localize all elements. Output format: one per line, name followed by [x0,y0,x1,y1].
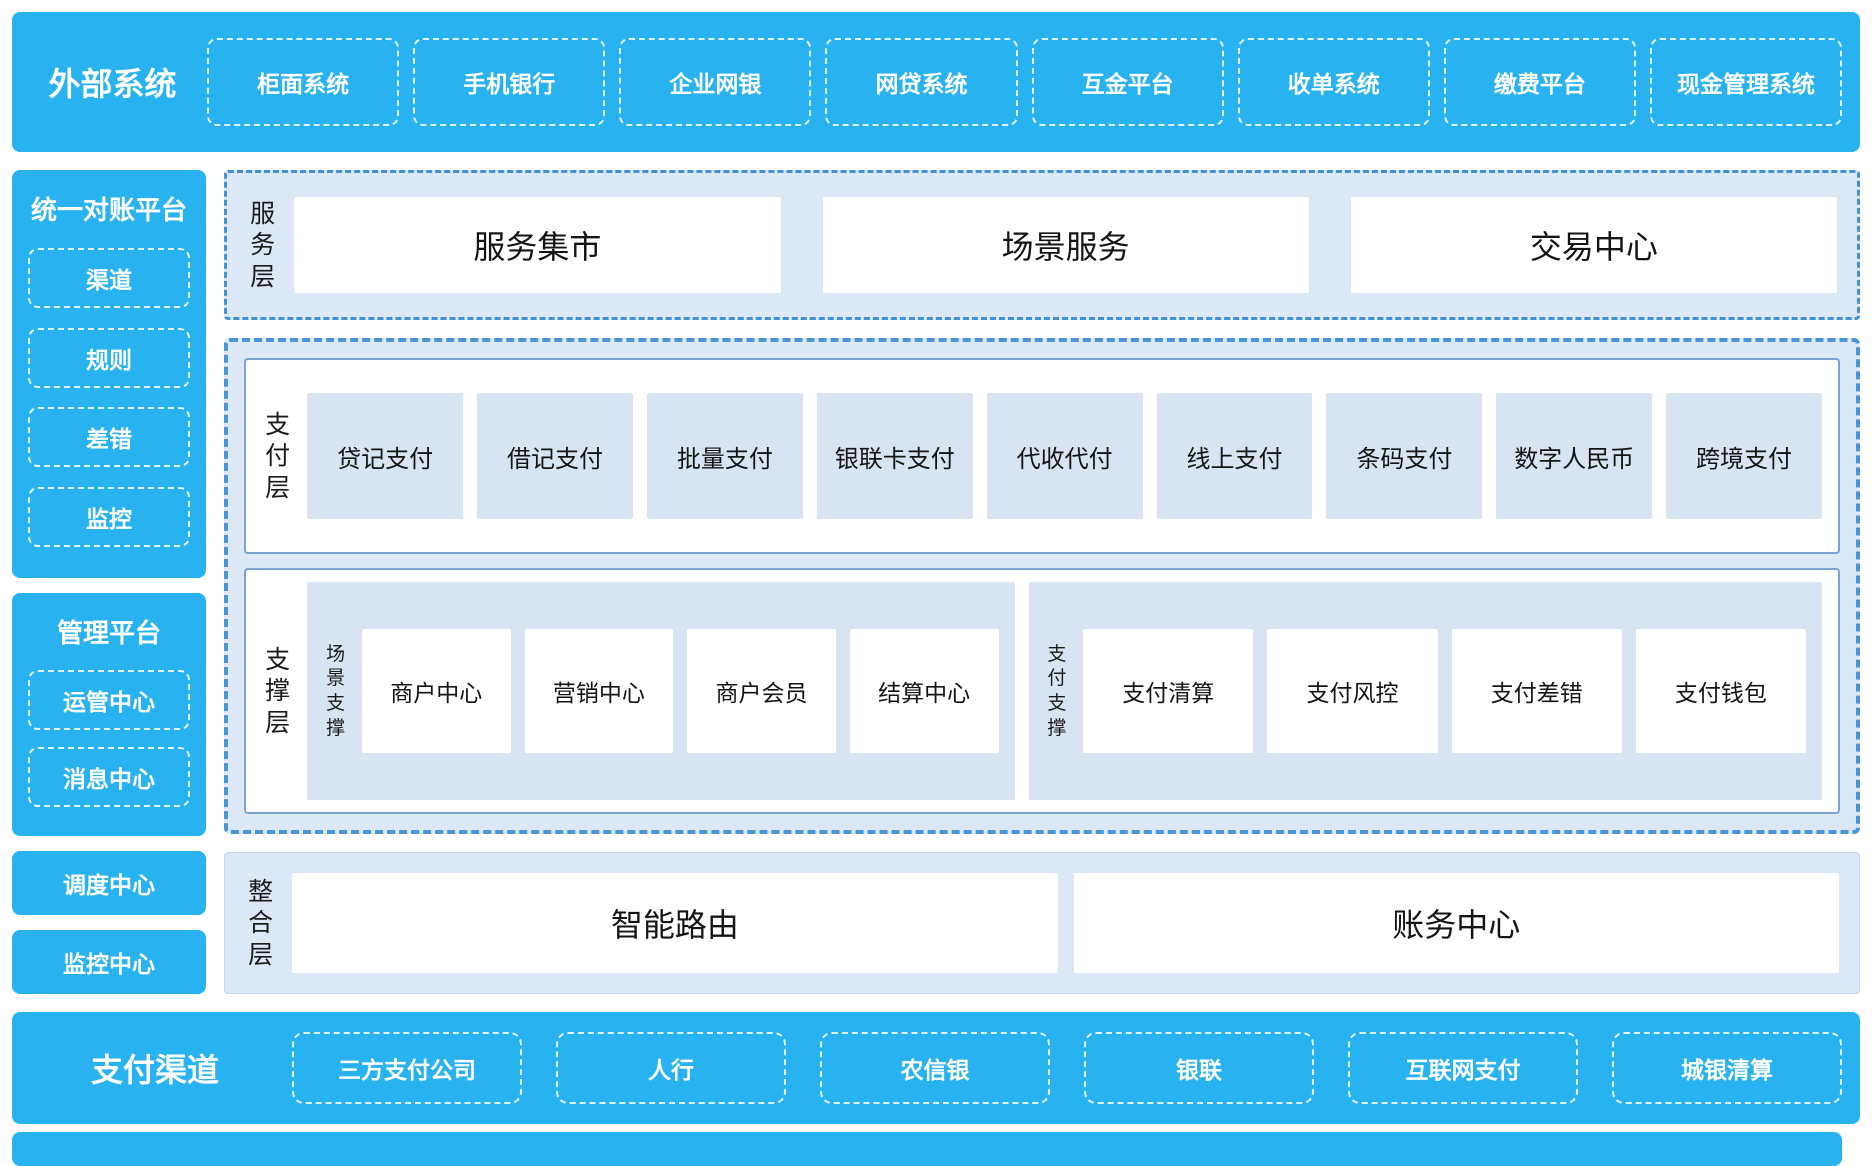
external-system-item: 现金管理系统 [1649,38,1842,126]
service-layer-items: 服务集市 场景服务 交易中心 [294,183,1837,307]
payment-layer-item: 条码支付 [1326,393,1483,519]
scene-support-item: 结算中心 [849,629,999,753]
cutoff-bottom-bar [12,1132,1842,1166]
payment-support-label: 支付支撑 [1047,642,1067,739]
payment-layer-item: 贷记支付 [307,393,464,519]
payment-layer-item: 线上支付 [1156,393,1313,519]
payment-channel-item: 人行 [556,1032,786,1104]
payment-support-item: 支付差错 [1451,629,1622,753]
payment-support-group: 支付支撑 支付清算 支付风控 支付差错 支付钱包 [1028,582,1822,800]
reconciliation-items: 渠道 规则 差错 监控 [24,229,194,566]
external-systems-title: 外部系统 [48,65,177,103]
external-system-item: 缴费平台 [1443,38,1636,126]
payment-support-item: 支付钱包 [1635,629,1807,753]
management-item: 运管中心 [28,669,190,730]
management-items: 运管中心 消息中心 [24,652,194,824]
payment-layer-items: 贷记支付 借记支付 批量支付 银联卡支付 代收代付 线上支付 条码支付 数字人民… [307,393,1822,519]
payment-layer-item: 数字人民币 [1496,393,1653,519]
reconciliation-item: 差错 [28,407,190,468]
scene-support-label: 场景支撑 [326,642,346,739]
management-item: 消息中心 [28,746,190,807]
reconciliation-platform-panel: 统一对账平台 渠道 规则 差错 监控 [12,170,206,579]
external-system-item: 网贷系统 [825,38,1018,126]
payment-support-item: 支付风控 [1267,629,1438,753]
management-platform-title: 管理平台 [56,619,161,650]
integration-layer-item: 账务中心 [1073,873,1839,973]
scene-support-item: 商户会员 [687,629,836,753]
payment-channel-item: 三方支付公司 [292,1032,522,1104]
integration-layer-panel: 整合层 智能路由 账务中心 [224,852,1860,994]
payment-channel-item: 农信银 [820,1032,1050,1104]
payment-layer-item: 批量支付 [646,393,803,519]
service-layer-item: 服务集市 [294,197,781,293]
support-layer-label: 支撑层 [265,645,291,737]
payment-layer-label: 支付层 [265,410,291,502]
external-system-item: 互金平台 [1031,38,1224,126]
service-layer-label: 服务层 [250,199,276,291]
service-layer-panel: 服务层 服务集市 场景服务 交易中心 [224,170,1860,320]
left-sidebar: 统一对账平台 渠道 规则 差错 监控 管理平台 运管中心 消息中心 调度中心 监… [12,170,206,994]
scene-support-item: 营销中心 [524,629,674,753]
support-layer-groups: 场景支撑 商户中心 营销中心 商户会员 结算中心 支付支撑 支付清算 支付风控 … [307,582,1822,800]
external-system-item: 收单系统 [1237,38,1430,126]
payment-layer-panel: 支付层 贷记支付 借记支付 批量支付 银联卡支付 代收代付 线上支付 条码支付 … [244,358,1840,554]
payment-support-item: 支付清算 [1083,629,1254,753]
reconciliation-platform-title: 统一对账平台 [30,196,187,226]
core-layers-wrap: 支付层 贷记支付 借记支付 批量支付 银联卡支付 代收代付 线上支付 条码支付 … [224,338,1860,834]
support-layer-panel: 支撑层 场景支撑 商户中心 营销中心 商户会员 结算中心 支付支撑 支付清算 [244,568,1840,814]
payment-channels-title: 支付渠道 [90,1051,219,1089]
payment-channels-bar: 支付渠道 三方支付公司 人行 农信银 银联 互联网支付 城银清算 [12,1012,1860,1124]
external-systems-items: 柜面系统 手机银行 企业网银 网贷系统 互金平台 收单系统 缴费平台 现金管理系… [207,38,1842,126]
service-layer-item: 场景服务 [822,197,1309,293]
external-system-item: 柜面系统 [207,38,400,126]
scheduling-center-block: 调度中心 [12,851,206,915]
management-platform-panel: 管理平台 运管中心 消息中心 [12,593,206,836]
payment-layer-item: 借记支付 [477,393,633,519]
payment-channel-item: 城银清算 [1612,1032,1842,1104]
integration-layer-label: 整合层 [248,877,274,969]
external-system-item: 企业网银 [619,38,812,126]
external-systems-bar: 外部系统 柜面系统 手机银行 企业网银 网贷系统 互金平台 收单系统 缴费平台 … [12,12,1860,152]
scene-support-group: 场景支撑 商户中心 营销中心 商户会员 结算中心 [307,582,1015,800]
payment-channel-item: 互联网支付 [1348,1032,1578,1104]
reconciliation-item: 渠道 [28,248,190,309]
payment-channels-items: 三方支付公司 人行 农信银 银联 互联网支付 城银清算 [292,1032,1842,1104]
payment-layer-item: 银联卡支付 [816,393,973,519]
integration-layer-items: 智能路由 账务中心 [292,863,1839,983]
monitoring-center-block: 监控中心 [12,930,206,994]
payment-layer-item: 代收代付 [986,393,1143,519]
payment-channel-item: 银联 [1084,1032,1314,1104]
service-layer-item: 交易中心 [1350,197,1837,293]
middle-section: 统一对账平台 渠道 规则 差错 监控 管理平台 运管中心 消息中心 调度中心 监… [12,170,1860,994]
integration-layer-item: 智能路由 [292,873,1058,973]
payment-layer-item: 跨境支付 [1666,393,1822,519]
reconciliation-item: 监控 [28,486,190,547]
reconciliation-item: 规则 [28,327,190,388]
main-layers: 服务层 服务集市 场景服务 交易中心 支付层 贷记支付 借记支付 批量支付 银联… [224,170,1860,994]
external-system-item: 手机银行 [413,38,606,126]
scene-support-item: 商户中心 [361,629,511,753]
